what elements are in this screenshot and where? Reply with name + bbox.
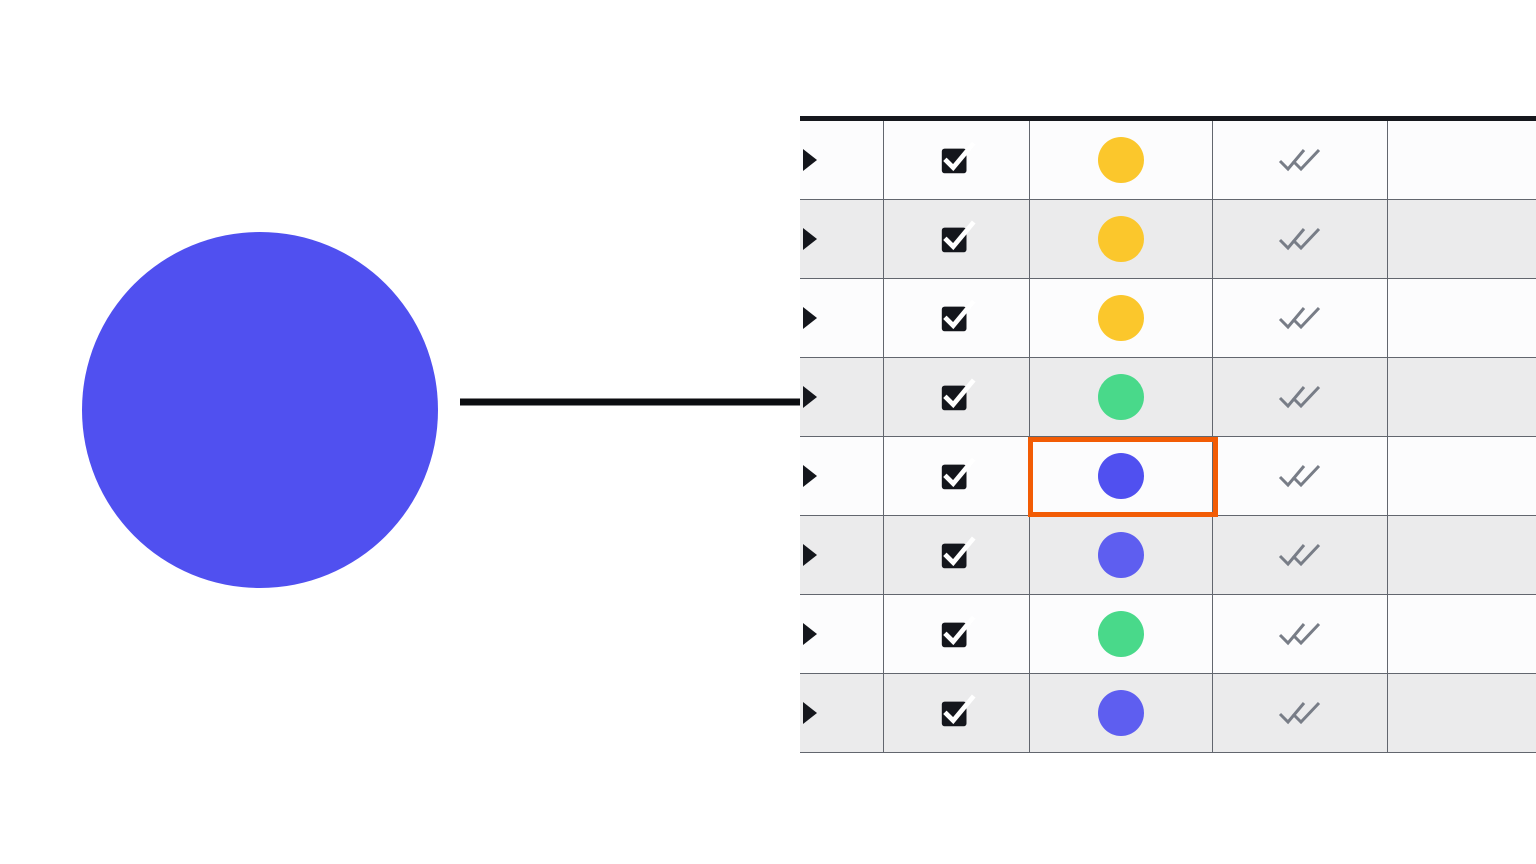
edit-cell[interactable]: [884, 516, 1030, 594]
double-check-icon: [1278, 306, 1321, 330]
blank-cell: [1388, 516, 1536, 594]
status-color-callout-circle: [82, 232, 438, 588]
status-dot-icon[interactable]: [1098, 453, 1144, 499]
status-cell[interactable]: [1030, 121, 1213, 199]
read-receipt-cell: [1213, 358, 1388, 436]
table-row[interactable]: [800, 437, 1536, 516]
edit-cell[interactable]: [884, 200, 1030, 278]
caret-right-icon[interactable]: [803, 465, 817, 487]
status-dot-icon[interactable]: [1098, 690, 1144, 736]
double-check-icon: [1278, 385, 1321, 409]
double-check-icon: [1278, 543, 1321, 567]
expand-row-cell[interactable]: [800, 437, 884, 515]
caret-right-icon[interactable]: [803, 149, 817, 171]
status-cell[interactable]: [1030, 358, 1213, 436]
status-cell[interactable]: [1030, 595, 1213, 673]
read-receipt-cell: [1213, 121, 1388, 199]
caret-right-icon[interactable]: [803, 623, 817, 645]
read-receipt-cell: [1213, 279, 1388, 357]
blank-cell: [1388, 358, 1536, 436]
double-check-icon: [1278, 464, 1321, 488]
read-receipt-cell: [1213, 200, 1388, 278]
blank-cell: [1388, 674, 1536, 752]
table-row[interactable]: [800, 595, 1536, 674]
edit-checkbox-icon[interactable]: [938, 694, 976, 732]
status-dot-icon[interactable]: [1098, 295, 1144, 341]
expand-row-cell[interactable]: [800, 279, 884, 357]
double-check-icon: [1278, 148, 1321, 172]
edit-checkbox-icon[interactable]: [938, 299, 976, 337]
double-check-icon: [1278, 227, 1321, 251]
edit-cell[interactable]: [884, 674, 1030, 752]
status-dot-icon[interactable]: [1098, 374, 1144, 420]
caret-right-icon[interactable]: [803, 386, 817, 408]
blank-cell: [1388, 279, 1536, 357]
read-receipt-cell: [1213, 595, 1388, 673]
expand-row-cell[interactable]: [800, 595, 884, 673]
edit-cell[interactable]: [884, 279, 1030, 357]
edit-cell[interactable]: [884, 437, 1030, 515]
blank-cell: [1388, 200, 1536, 278]
blank-cell: [1388, 121, 1536, 199]
caret-right-icon[interactable]: [803, 228, 817, 250]
status-cell[interactable]: [1030, 674, 1213, 752]
double-check-icon: [1278, 622, 1321, 646]
status-cell[interactable]: [1030, 279, 1213, 357]
expand-row-cell[interactable]: [800, 674, 884, 752]
expand-row-cell[interactable]: [800, 516, 884, 594]
read-receipt-cell: [1213, 437, 1388, 515]
status-dot-icon[interactable]: [1098, 216, 1144, 262]
table-row[interactable]: [800, 358, 1536, 437]
table-row[interactable]: [800, 200, 1536, 279]
caret-right-icon[interactable]: [803, 307, 817, 329]
edit-checkbox-icon[interactable]: [938, 141, 976, 179]
edit-checkbox-icon[interactable]: [938, 536, 976, 574]
double-check-icon: [1278, 701, 1321, 725]
table-row[interactable]: [800, 516, 1536, 595]
edit-checkbox-icon[interactable]: [938, 615, 976, 653]
status-cell[interactable]: [1030, 437, 1213, 515]
edit-cell[interactable]: [884, 121, 1030, 199]
edit-cell[interactable]: [884, 358, 1030, 436]
status-dot-icon[interactable]: [1098, 532, 1144, 578]
edit-cell[interactable]: [884, 595, 1030, 673]
status-cell[interactable]: [1030, 516, 1213, 594]
caret-right-icon[interactable]: [803, 544, 817, 566]
table-row[interactable]: [800, 121, 1536, 200]
blank-cell: [1388, 437, 1536, 515]
table-row[interactable]: [800, 279, 1536, 358]
status-cell[interactable]: [1030, 200, 1213, 278]
read-receipt-cell: [1213, 674, 1388, 752]
table-row[interactable]: [800, 674, 1536, 753]
edit-checkbox-icon[interactable]: [938, 220, 976, 258]
expand-row-cell[interactable]: [800, 358, 884, 436]
status-dot-icon[interactable]: [1098, 137, 1144, 183]
status-data-table: [800, 116, 1536, 753]
status-dot-icon[interactable]: [1098, 611, 1144, 657]
read-receipt-cell: [1213, 516, 1388, 594]
expand-row-cell[interactable]: [800, 121, 884, 199]
blank-cell: [1388, 595, 1536, 673]
caret-right-icon[interactable]: [803, 702, 817, 724]
expand-row-cell[interactable]: [800, 200, 884, 278]
edit-checkbox-icon[interactable]: [938, 457, 976, 495]
edit-checkbox-icon[interactable]: [938, 378, 976, 416]
